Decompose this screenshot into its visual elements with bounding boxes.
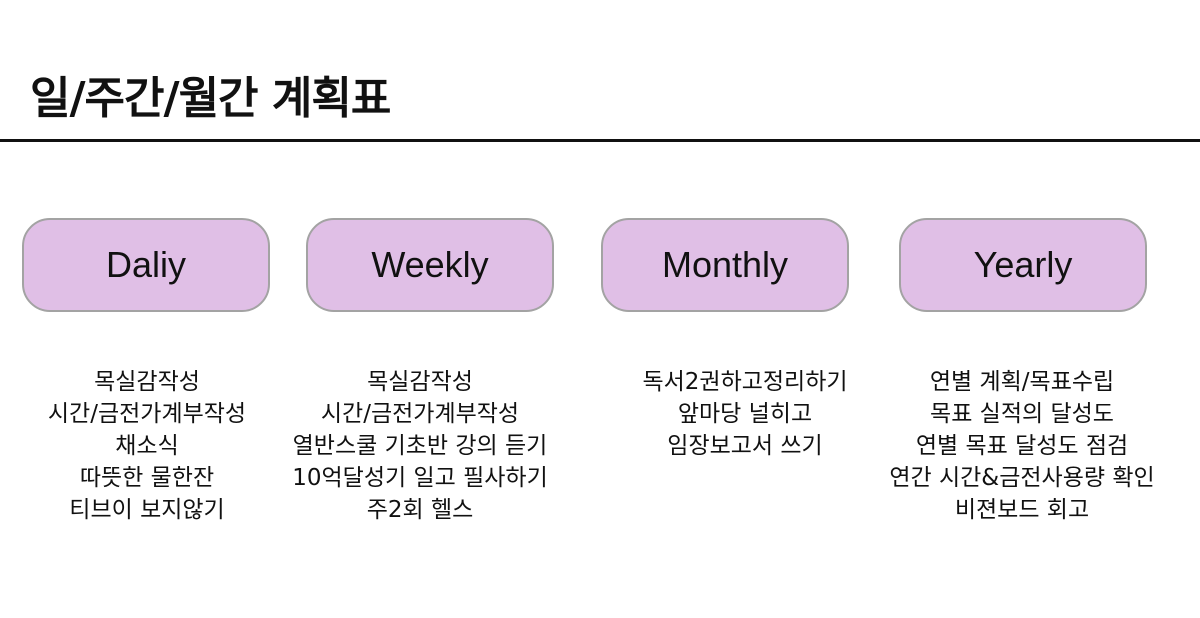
list-item: 연별 계획/목표수립 bbox=[929, 369, 1115, 395]
list-item: 주2회 헬스 bbox=[366, 497, 474, 523]
list-item: 채소식 bbox=[115, 433, 179, 459]
list-item: 목실감작성 bbox=[367, 369, 473, 395]
list-item: 따뜻한 물한잔 bbox=[79, 465, 215, 491]
list-item: 연별 목표 달성도 점검 bbox=[915, 433, 1129, 459]
list-item: 목표 실적의 달성도 bbox=[930, 401, 1114, 427]
list-item: 연간 시간&금전사용량 확인 bbox=[889, 465, 1155, 491]
title-divider bbox=[0, 139, 1200, 142]
list-item: 임장보고서 쓰기 bbox=[667, 433, 823, 459]
list-item: 앞마당 널히고 bbox=[677, 401, 813, 427]
list-item: 티브이 보지않기 bbox=[69, 497, 225, 523]
yearly-header: Yearly bbox=[899, 218, 1147, 312]
list-item: 비젼보드 회고 bbox=[954, 497, 1090, 523]
monthly-header: Monthly bbox=[601, 218, 849, 312]
list-item: 독서2권하고정리하기 bbox=[642, 369, 848, 395]
list-item: 열반스쿨 기초반 강의 듣기 bbox=[292, 433, 548, 459]
list-item: 시간/금전가계부작성 bbox=[47, 401, 247, 427]
list-item: 목실감작성 bbox=[94, 369, 200, 395]
daily-header: Daliy bbox=[22, 218, 270, 312]
list-item: 10억달성기 일고 필사하기 bbox=[292, 465, 548, 491]
list-item: 시간/금전가계부작성 bbox=[320, 401, 520, 427]
page-title: 일/주간/월간 계획표 bbox=[30, 73, 391, 124]
weekly-header: Weekly bbox=[306, 218, 554, 312]
